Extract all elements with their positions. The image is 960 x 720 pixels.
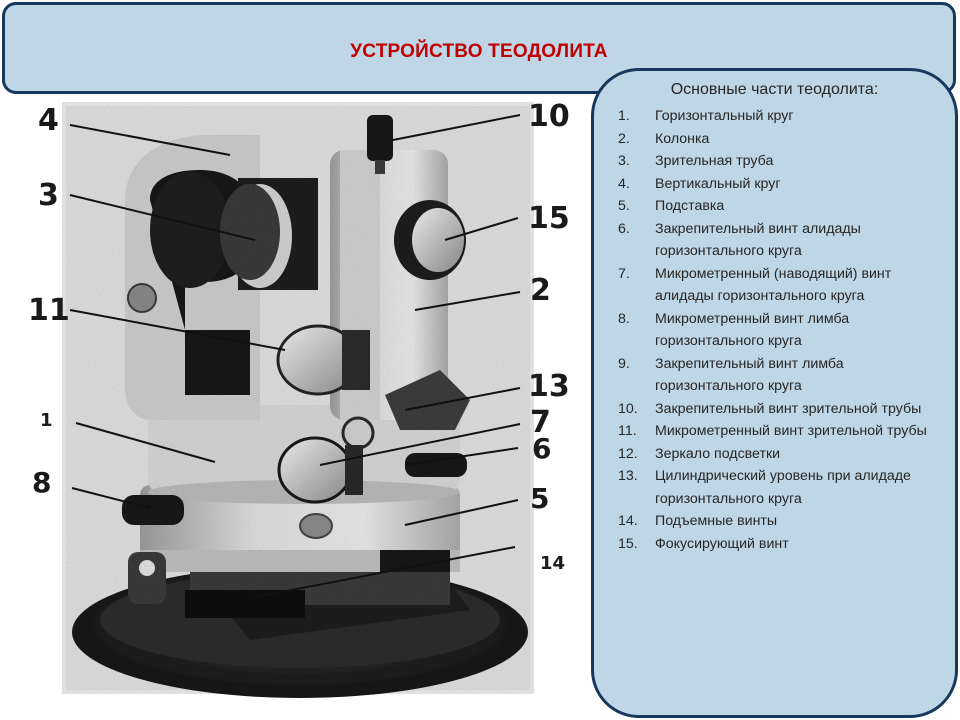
legend-item-text: Цилиндрический уровень при алидаде гориз… bbox=[655, 468, 911, 507]
legend-item-text: Зрительная труба bbox=[655, 153, 774, 169]
legend-item: 9. Закрепительный винт лимба горизонтальн… bbox=[618, 353, 938, 398]
callout-13: 13 bbox=[528, 369, 570, 404]
legend-item-text: Микрометренный винт лимба горизонтальног… bbox=[655, 310, 850, 350]
legend-item-text: Микрометренный (наводящий) винт алидады … bbox=[655, 265, 892, 305]
legend-item: 8. Микрометренный винт лимба горизонтальн… bbox=[618, 308, 938, 353]
legend-item-text: Закрепительный винт зрительной трубы bbox=[655, 400, 922, 417]
legend-item: 6. Закрепительный винт алидады горизонтал… bbox=[618, 218, 938, 263]
legend-item-number: 6. bbox=[618, 220, 630, 237]
legend-item: 5. Подставка bbox=[618, 195, 938, 218]
slide-title: УСТРОЙСТВО ТЕОДОЛИТА bbox=[350, 41, 608, 62]
theodolite-photo: 4 3 11 1 8 10 15 2 13 7 6 5 14 bbox=[28, 99, 570, 698]
legend-heading: Основные части теодолита: bbox=[670, 81, 879, 98]
legend-list: 1. Горизонтальный круг 2. Колонка 3. Зрител… bbox=[618, 105, 938, 555]
legend-item-text: Зеркало подсветки bbox=[655, 445, 781, 462]
legend-item-text: Микрометренный винт зрительной трубы bbox=[655, 423, 927, 439]
legend-item-text: Фокусирующий винт bbox=[655, 535, 789, 552]
legend-item-text: Закрепительный винт лимба горизонтальног… bbox=[655, 355, 844, 395]
legend-item-number: 10. bbox=[618, 400, 638, 417]
legend-item: 7. Микрометренный (наводящий) винт алидад… bbox=[618, 263, 938, 308]
legend-item-number: 13. bbox=[618, 468, 638, 484]
callout-2: 2 bbox=[530, 273, 551, 308]
legend-item: 13. Цилиндрический уровень при алидаде го… bbox=[618, 465, 938, 510]
legend-item-number: 14. bbox=[618, 513, 638, 529]
legend-item-number: 8. bbox=[618, 310, 630, 327]
callout-14: 14 bbox=[540, 553, 565, 574]
legend-item-number: 7. bbox=[618, 265, 630, 282]
callout-5: 5 bbox=[530, 482, 549, 515]
legend-item-number: 4. bbox=[618, 175, 630, 192]
legend-item: 2. Колонка bbox=[618, 128, 938, 151]
callout-4: 4 bbox=[38, 103, 59, 138]
legend-item-number: 15. bbox=[618, 535, 638, 552]
legend-item: 14. Подъемные винты bbox=[618, 510, 938, 533]
legend-item: 3. Зрительная труба bbox=[618, 150, 938, 173]
callout-8: 8 bbox=[32, 466, 51, 499]
legend-item: 4. Вертикальный круг bbox=[618, 173, 938, 196]
legend-item-text: Вертикальный круг bbox=[655, 175, 781, 192]
legend-item-text: Колонка bbox=[655, 130, 710, 147]
title-bar: УСТРОЙСТВО ТЕОДОЛИТА bbox=[2, 2, 956, 94]
legend-item-number: 9. bbox=[618, 355, 630, 372]
legend-item: 12. Зеркало подсветки bbox=[618, 443, 938, 466]
legend-item: 10. Закрепительный винт зрительной трубы bbox=[618, 398, 938, 421]
callout-7: 7 bbox=[530, 405, 551, 440]
legend-item-text: Подставка bbox=[655, 198, 725, 214]
callout-1: 1 bbox=[40, 410, 53, 431]
legend-item-number: 12. bbox=[618, 445, 638, 462]
legend-item: 1. Горизонтальный круг bbox=[618, 105, 938, 128]
legend-item-text: Горизонтальный круг bbox=[655, 108, 794, 124]
legend-item-number: 3. bbox=[618, 153, 630, 169]
legend-item: 15. Фокусирующий винт bbox=[618, 533, 938, 556]
callout-3: 3 bbox=[38, 178, 59, 213]
legend-item-number: 2. bbox=[618, 130, 630, 147]
legend-item-number: 11. bbox=[618, 423, 637, 439]
legend-item-text: Закрепительный винт алидады горизонтальн… bbox=[655, 220, 861, 260]
legend-item: 11. Микрометренный винт зрительной трубы bbox=[618, 420, 938, 443]
callout-15: 15 bbox=[528, 201, 570, 236]
callout-11: 11 bbox=[28, 293, 70, 328]
legend-item-number: 1. bbox=[618, 108, 630, 124]
legend-item-number: 5. bbox=[618, 198, 630, 214]
callout-6: 6 bbox=[532, 432, 551, 465]
legend-panel: Основные части теодолита: 1. Горизонтальн… bbox=[591, 68, 958, 718]
legend-item-text: Подъемные винты bbox=[655, 513, 778, 529]
callout-10: 10 bbox=[528, 99, 570, 134]
